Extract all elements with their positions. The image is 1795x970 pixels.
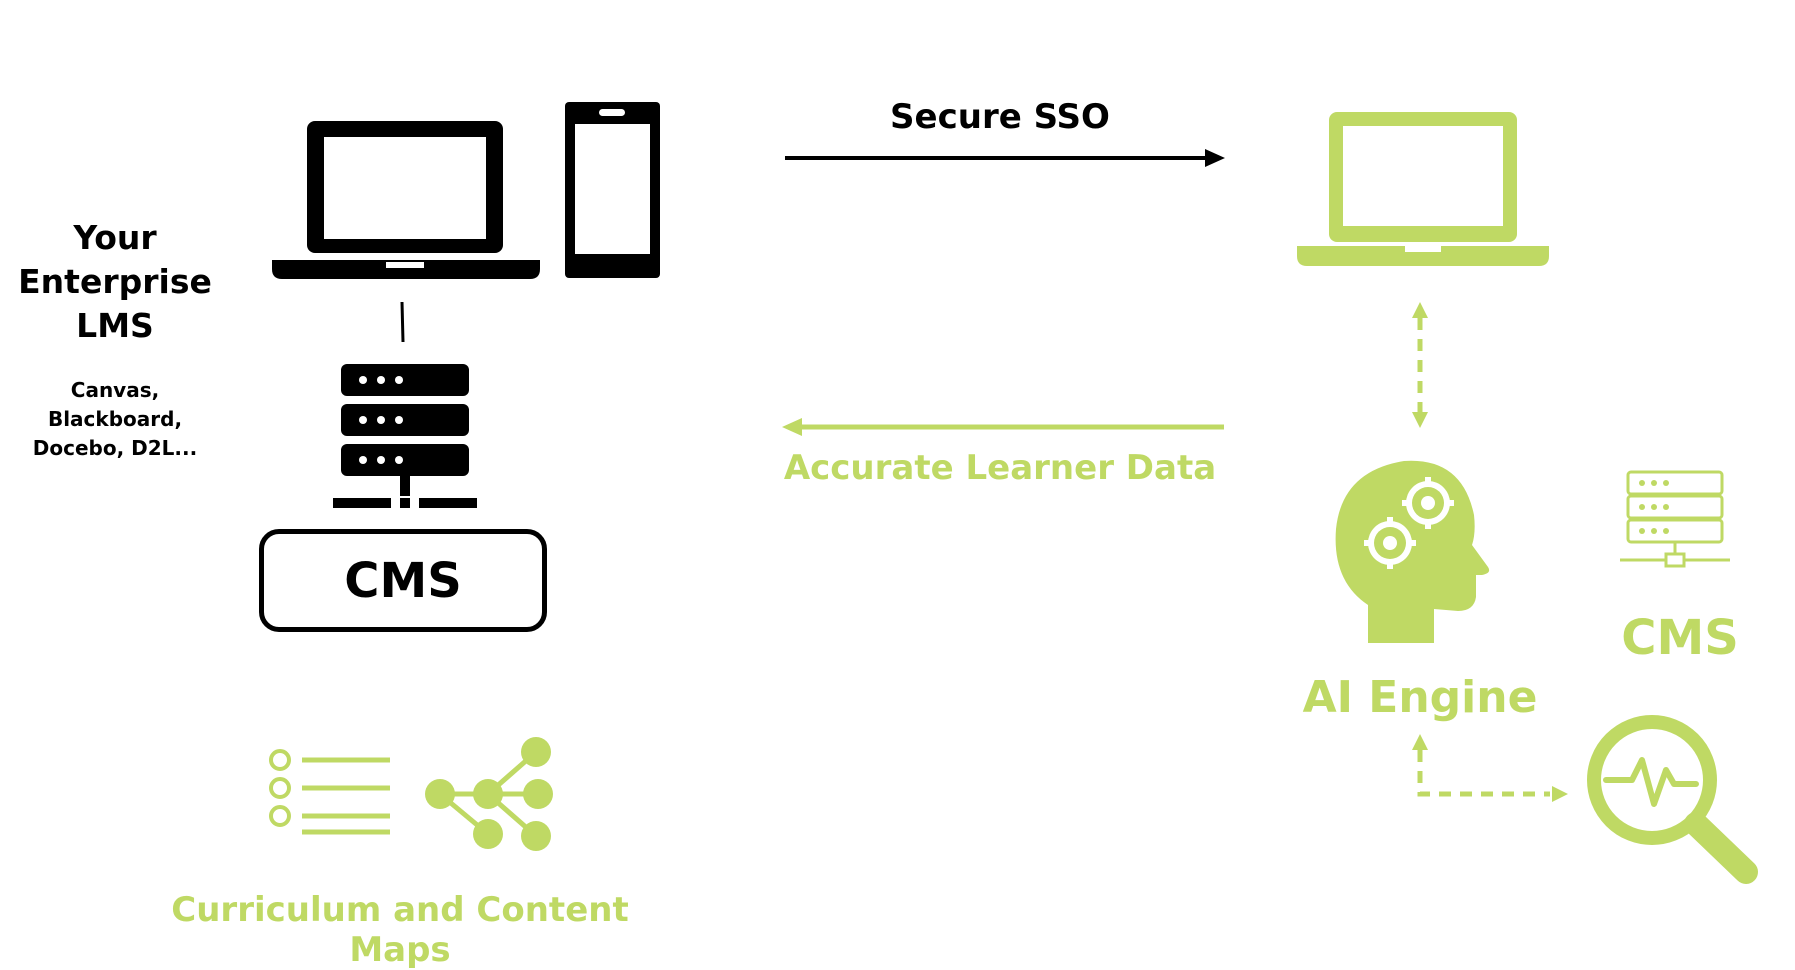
cms-box: CMS xyxy=(259,529,547,632)
learner-data-label: Accurate Learner Data xyxy=(783,448,1217,488)
lms-title-line: Enterprise xyxy=(18,262,212,301)
lms-example-line: Canvas, xyxy=(70,378,160,402)
server-icon xyxy=(333,364,477,508)
dashed-elbow-arrow xyxy=(1412,734,1568,802)
sso-label: Secure SSO xyxy=(890,97,1110,137)
lms-example-line: Docebo, D2L... xyxy=(32,436,198,460)
ai-engine-label: AI Engine xyxy=(1302,672,1538,723)
lms-examples: Canvas, Blackboard, Docebo, D2L... xyxy=(8,376,222,463)
connector-line xyxy=(400,301,405,343)
laptop-icon xyxy=(1297,112,1549,266)
server-icon xyxy=(1620,470,1730,568)
sso-arrow xyxy=(785,149,1225,167)
list-icon xyxy=(269,749,390,835)
cms-box-label: CMS xyxy=(344,552,462,609)
dashed-bidirectional-arrow xyxy=(1412,302,1428,428)
phone-icon xyxy=(565,102,660,278)
analytics-magnifier-icon xyxy=(1587,715,1758,884)
learner-data-arrow xyxy=(782,418,1224,436)
lms-title: Your Enterprise LMS xyxy=(8,216,222,348)
platform-cms-label: CMS xyxy=(1621,610,1739,666)
laptop-icon xyxy=(272,121,540,279)
curriculum-label: Curriculum and Content Maps xyxy=(171,890,629,970)
lms-title-line: Your xyxy=(73,218,157,257)
brain-gears-icon xyxy=(1335,460,1490,643)
lms-example-line: Blackboard, xyxy=(47,407,183,431)
network-graph-icon xyxy=(425,737,553,851)
lms-title-line: LMS xyxy=(76,306,154,345)
